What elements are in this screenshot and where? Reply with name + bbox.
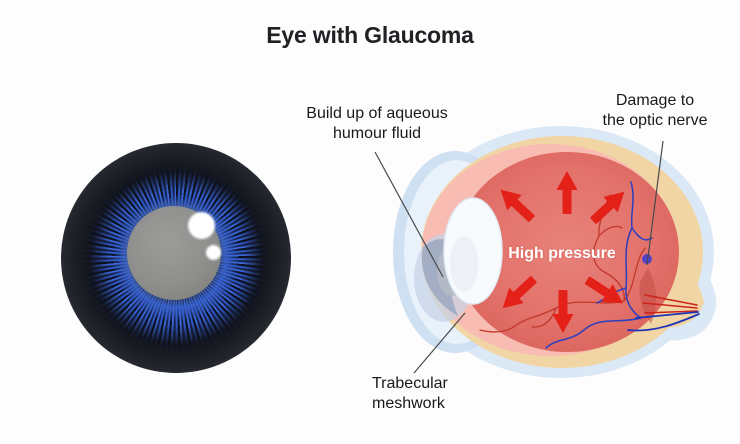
leader-aqueous: [374, 151, 444, 278]
lens-shape: [443, 197, 503, 305]
label-optic-nerve-damage: Damage to the optic nerve: [602, 92, 708, 129]
leader-optic-nerve: [646, 140, 664, 266]
label-aqueous-humour: Build up of aqueous humour fluid: [306, 105, 448, 142]
leader-lines: [374, 140, 664, 374]
page-title: Eye with Glaucoma: [266, 22, 474, 48]
leader-trabecular: [413, 312, 466, 374]
optic-nerve-fibres: [627, 294, 700, 332]
pupil-highlight-large: [188, 212, 215, 239]
optic-disc-dot: [642, 254, 652, 264]
pupil-graphic: [127, 206, 221, 300]
pupil-highlight-small: [206, 245, 221, 260]
label-trabecular-meshwork: Trabecular meshwork: [372, 375, 448, 412]
label-high-pressure: High pressure: [508, 245, 616, 262]
eye-front-illustration: [61, 143, 291, 373]
